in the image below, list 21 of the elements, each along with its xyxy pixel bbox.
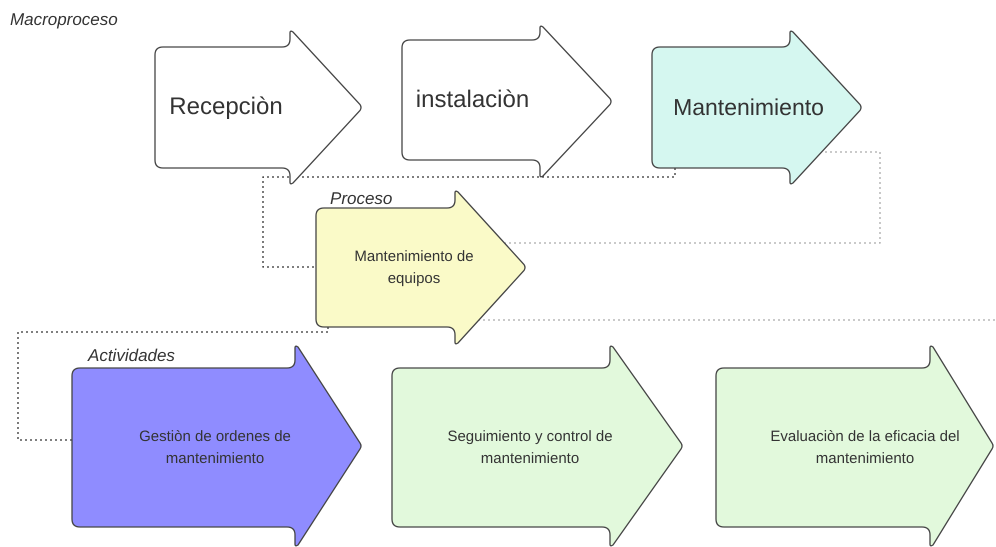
dotted-connector [17,327,329,441]
step-label: Mantenimiento de equipos [353,246,475,288]
arrow-shape [315,190,526,344]
arrow-shape [715,346,994,546]
step-label: Mantenimiento [673,92,824,122]
arrow-shape [401,26,612,178]
dotted-connector [262,168,676,268]
section-heading: Proceso [330,189,392,209]
section-heading: Actividades [88,346,175,366]
arrow-shape [71,346,362,546]
step-label: Seguimiento y control de mantenimiento [446,426,614,468]
step-label: Evaluaciòn de la eficacia del mantenimiento [769,426,961,468]
step-label: Gestiòn de ordenes de mantenimiento [138,426,292,468]
step-label: Recepciòn [169,92,283,122]
dotted-connector [478,319,996,321]
dotted-connector [504,151,881,244]
step-label: instalaciòn [416,84,530,115]
arrow-shape [154,30,362,184]
section-heading: Macroproceso [10,10,118,30]
arrow-shape [651,30,862,184]
arrow-shape [391,346,683,546]
